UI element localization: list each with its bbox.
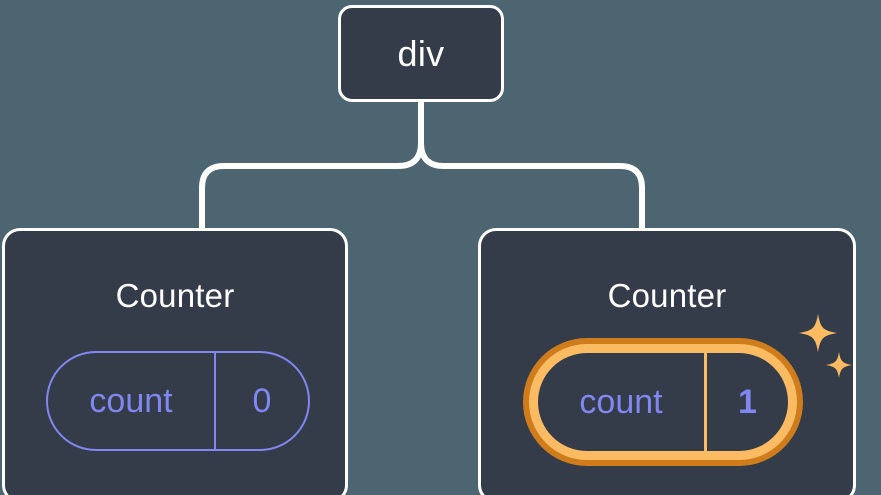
- state-pill-left[interactable]: count 0: [46, 351, 310, 451]
- node-div[interactable]: div: [338, 5, 504, 102]
- state-pill-right-inner-ring: count 1: [529, 344, 797, 460]
- connector-left-branch: [199, 99, 424, 231]
- sparkle-large-icon: [799, 314, 837, 352]
- state-pill-left-body: count 0: [46, 351, 310, 451]
- connector-right-branch: [418, 99, 645, 231]
- node-div-label: div: [397, 32, 445, 74]
- state-pill-right-outer-ring: count 1: [523, 338, 803, 466]
- state-value-left: 0: [214, 353, 308, 449]
- state-key-right: count: [579, 382, 663, 421]
- sparkle-group: [799, 314, 852, 378]
- state-pill-right[interactable]: count 1: [523, 338, 803, 466]
- state-key-left: count: [89, 381, 173, 420]
- node-counter-left[interactable]: Counter count 0: [2, 228, 348, 495]
- state-value-right: 1: [704, 353, 788, 451]
- node-counter-left-label: Counter: [115, 277, 235, 314]
- node-counter-right[interactable]: Counter count 1: [478, 228, 856, 495]
- node-counter-right-label: Counter: [607, 277, 727, 314]
- sparkle-small-icon: [826, 352, 852, 378]
- state-pill-right-body: count 1: [538, 353, 788, 451]
